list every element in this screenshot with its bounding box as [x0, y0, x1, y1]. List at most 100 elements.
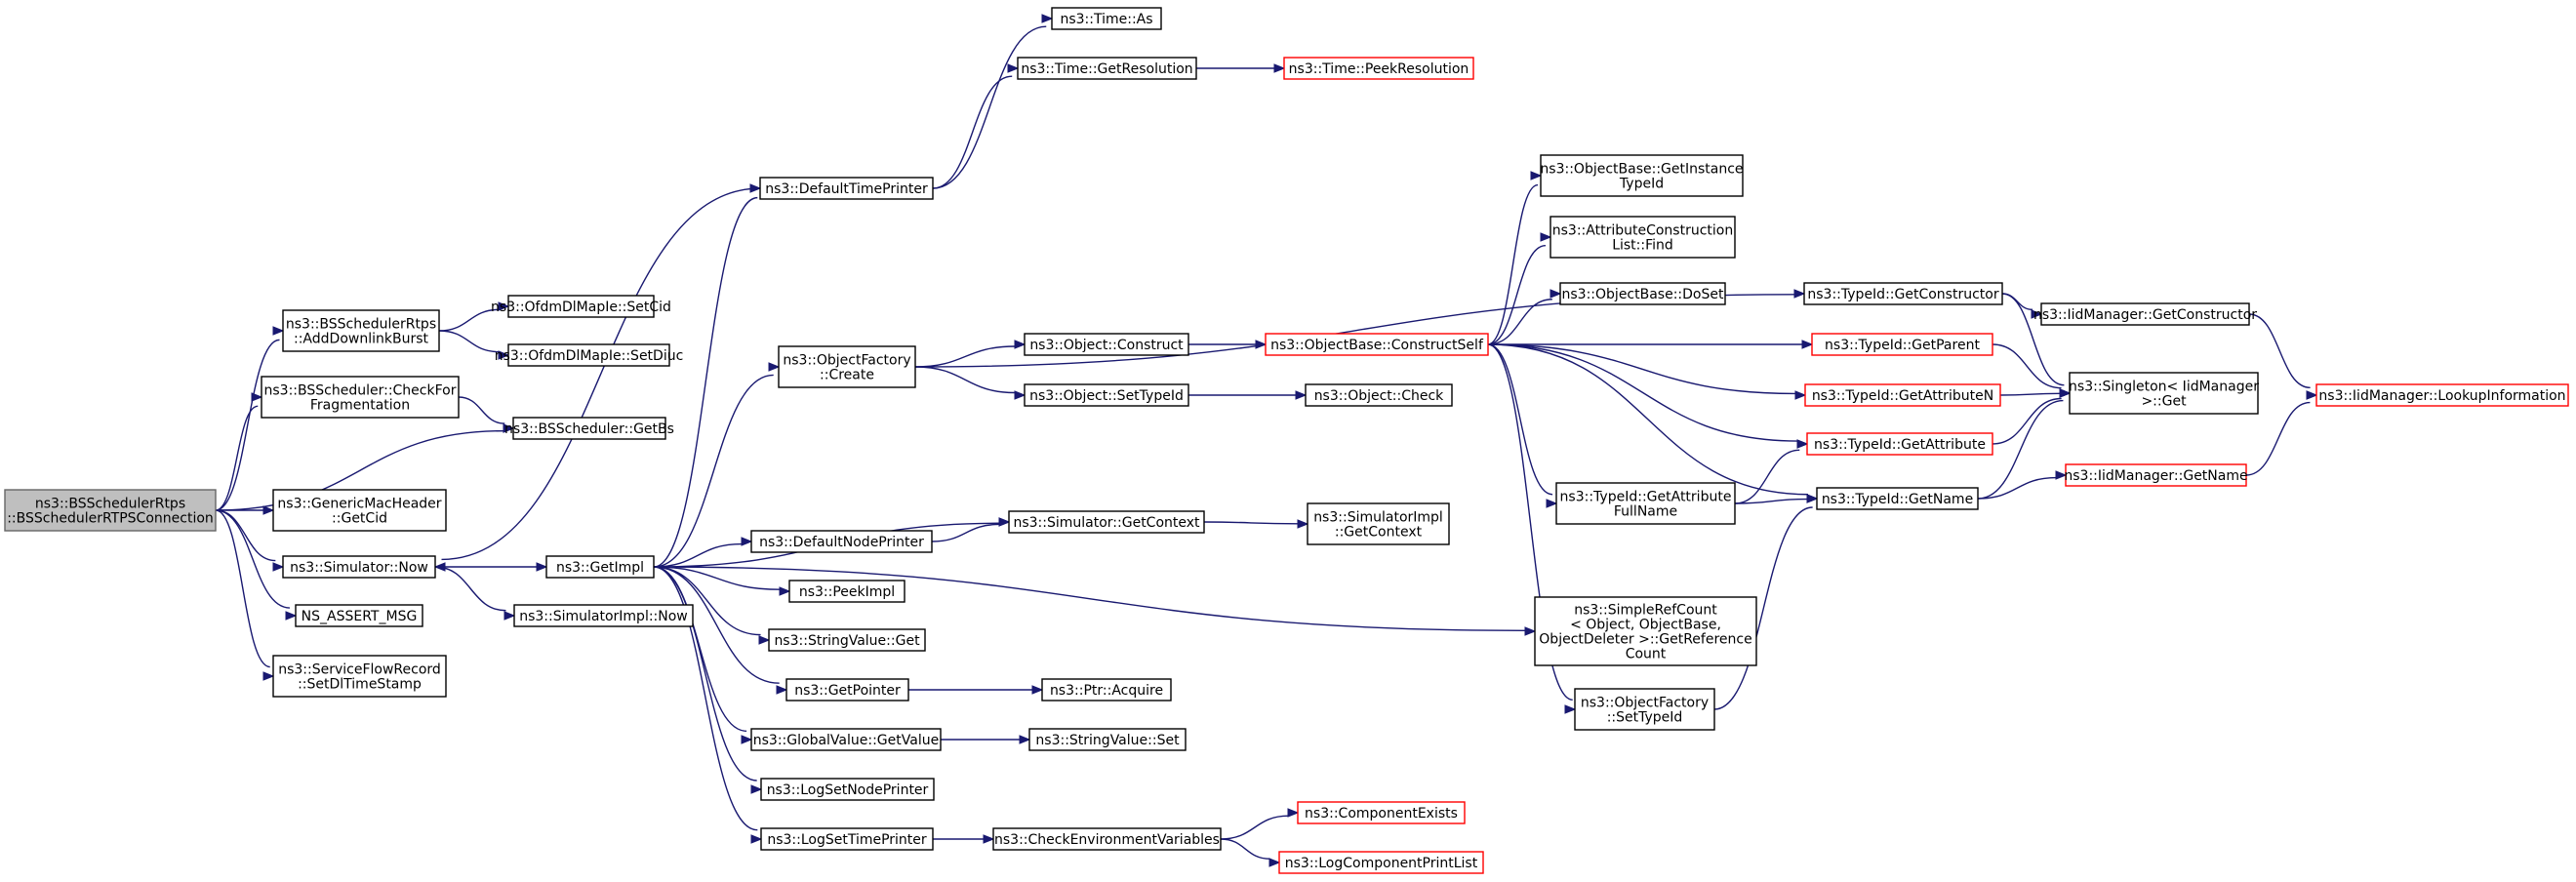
- node-label-line: >::Get: [2141, 394, 2187, 410]
- edge-line: [1999, 392, 2061, 396]
- node-label-line: ns3::Object::Construct: [1029, 338, 1184, 353]
- node-label-line: ObjectDeleter >::GetReference: [1539, 632, 1751, 648]
- node-simnow[interactable]: ns3::Simulator::Now: [282, 555, 436, 579]
- arrowhead: [262, 505, 275, 515]
- arrowhead: [536, 562, 548, 572]
- node-box: [750, 530, 933, 553]
- node-getparent[interactable]: ns3::TypeId::GetParent: [1811, 333, 1993, 356]
- edge-getimpl-to-gvgetval: [653, 566, 753, 744]
- arrowhead: [1796, 439, 1809, 449]
- node-lookup[interactable]: ns3::IidManager::LookupInformation: [2315, 383, 2569, 407]
- node-box: [2315, 383, 2569, 407]
- node-getres[interactable]: ns3::Time::GetResolution: [1017, 57, 1197, 80]
- edge-defnode-to-getctx: [931, 517, 1011, 542]
- node-timeas[interactable]: ns3::Time::As: [1051, 7, 1162, 30]
- edge-line: [1487, 299, 1552, 345]
- node-deftime[interactable]: ns3::DefaultTimePrinter: [759, 177, 934, 200]
- edge-line: [653, 566, 780, 684]
- edge-getattrfull-to-getname: [1734, 494, 1819, 504]
- node-root[interactable]: ns3::BSSchedulerRtps::BSSchedulerRTPSCon…: [4, 489, 217, 532]
- node-adddl[interactable]: ns3::BSSchedulerRtps::AddDownlinkBurst: [282, 309, 440, 352]
- node-assertmsg[interactable]: NS_ASSERT_MSG: [295, 604, 423, 627]
- node-iidgetctor[interactable]: ns3::IidManager::GetConstructor: [2033, 302, 2257, 326]
- node-implnow[interactable]: ns3::SimulatorImpl::Now: [513, 604, 694, 627]
- node-label-line: ns3::Simulator::GetContext: [1013, 515, 1200, 531]
- edge-ofsettid-to-getname: [1713, 494, 1819, 710]
- node-box: [1283, 57, 1474, 80]
- node-box: [1804, 383, 2001, 407]
- edge-line: [653, 566, 781, 590]
- node-getptr[interactable]: ns3::GetPointer: [785, 678, 909, 702]
- node-logtime[interactable]: ns3::LogSetTimePrinter: [760, 827, 934, 851]
- node-defnode[interactable]: ns3::DefaultNodePrinter: [750, 530, 933, 553]
- node-checkenv[interactable]: ns3::CheckEnvironmentVariables: [992, 827, 1222, 851]
- arrowhead: [1530, 171, 1543, 180]
- node-setdiuc[interactable]: ns3::OfdmDlMapIe::SetDiuc: [495, 343, 684, 367]
- edge-line: [215, 509, 290, 609]
- node-box: [1803, 282, 2003, 305]
- node-lognode[interactable]: ns3::LogSetNodePrinter: [760, 778, 935, 801]
- edge-constructself-to-getinsttid: [1487, 171, 1543, 345]
- node-box: [1278, 851, 1484, 874]
- node-setcid[interactable]: ns3::OfdmDlMapIe::SetCid: [491, 295, 671, 318]
- node-peekimpl[interactable]: ns3::PeekImpl: [788, 580, 906, 603]
- arrowhead: [1524, 626, 1537, 636]
- edge-ofcreate-to-objsettid: [914, 366, 1026, 400]
- edge-line: [1487, 343, 1808, 496]
- node-svset[interactable]: ns3::StringValue::Set: [1028, 728, 1187, 751]
- node-getattrn[interactable]: ns3::TypeId::GetAttributeN: [1804, 383, 2001, 407]
- arrowhead: [285, 611, 298, 621]
- node-ofsettid[interactable]: ns3::ObjectFactory::SetTypeId: [1574, 688, 1715, 731]
- node-compexists[interactable]: ns3::ComponentExists: [1297, 801, 1466, 824]
- node-constructself[interactable]: ns3::ObjectBase::ConstructSelf: [1265, 333, 1489, 356]
- edge-constructself-to-getattr: [1487, 343, 1809, 449]
- node-box: [272, 489, 447, 532]
- node-label-line: ns3::GenericMacHeader: [277, 497, 441, 512]
- node-svget[interactable]: ns3::StringValue::Get: [768, 628, 926, 652]
- node-label-line: ns3::ServiceFlowRecord: [278, 662, 441, 678]
- edge-root-to-checkfrag: [215, 392, 263, 511]
- edge-checkfrag-to-getbs: [458, 396, 515, 433]
- node-refcount[interactable]: ns3::SimpleRefCount< Object, ObjectBase,…: [1534, 596, 1757, 666]
- node-getname[interactable]: ns3::TypeId::GetName: [1816, 487, 1979, 510]
- node-gvgetval[interactable]: ns3::GlobalValue::GetValue: [750, 728, 942, 751]
- node-iidgetname[interactable]: ns3::IidManager::GetName: [2064, 463, 2248, 487]
- node-getattr[interactable]: ns3::TypeId::GetAttribute: [1806, 432, 1993, 456]
- node-singleton[interactable]: ns3::Singleton< IidManager >::Get: [2069, 372, 2259, 415]
- edge-deftime-to-timeas: [932, 14, 1054, 189]
- node-doset[interactable]: ns3::ObjectBase::DoSet: [1559, 282, 1726, 305]
- arrowhead: [1268, 858, 1281, 867]
- node-getbs[interactable]: ns3::BSScheduler::GetBs: [504, 417, 674, 440]
- node-getcid_hdr[interactable]: ns3::GenericMacHeader::GetCid: [272, 489, 447, 532]
- node-label-line: ns3::TypeId::GetAttribute: [1560, 490, 1732, 505]
- node-tidgetctor[interactable]: ns3::TypeId::GetConstructor: [1803, 282, 2003, 305]
- node-label-line: ns3::Singleton< IidManager: [2069, 380, 2259, 395]
- node-getctx[interactable]: ns3::Simulator::GetContext: [1008, 510, 1205, 534]
- node-label-line: ns3::ObjectFactory: [1581, 696, 1709, 711]
- node-implctx[interactable]: ns3::SimulatorImpl::GetContext: [1307, 502, 1450, 545]
- arrowhead: [2055, 470, 2068, 480]
- node-setdlts[interactable]: ns3::ServiceFlowRecord::SetDlTimeStamp: [272, 655, 447, 698]
- node-box: [1028, 728, 1187, 751]
- node-ofcreate[interactable]: ns3::ObjectFactory::Create: [778, 345, 916, 388]
- edge-constructself-to-doset: [1487, 289, 1562, 345]
- node-objconstruct[interactable]: ns3::Object::Construct: [1024, 333, 1189, 356]
- node-label-line: ns3::IidManager::GetConstructor: [2033, 307, 2257, 323]
- node-box: [295, 604, 423, 627]
- node-objcheck[interactable]: ns3::Object::Check: [1305, 383, 1453, 407]
- node-objsettid[interactable]: ns3::Object::SetTypeId: [1024, 383, 1189, 407]
- edge-line: [1977, 476, 2057, 500]
- node-ptracq[interactable]: ns3::Ptr::Acquire: [1041, 678, 1172, 702]
- node-label-line: NS_ASSERT_MSG: [302, 609, 418, 624]
- node-label-line: ns3::ObjectBase::ConstructSelf: [1270, 338, 1484, 353]
- node-getimpl[interactable]: ns3::GetImpl: [545, 555, 655, 579]
- node-peekres[interactable]: ns3::Time::PeekResolution: [1283, 57, 1474, 80]
- node-box: [1024, 333, 1189, 356]
- arrowhead: [1273, 63, 1286, 73]
- node-logcomplist[interactable]: ns3::LogComponentPrintList: [1278, 851, 1484, 874]
- arrowhead: [503, 611, 516, 621]
